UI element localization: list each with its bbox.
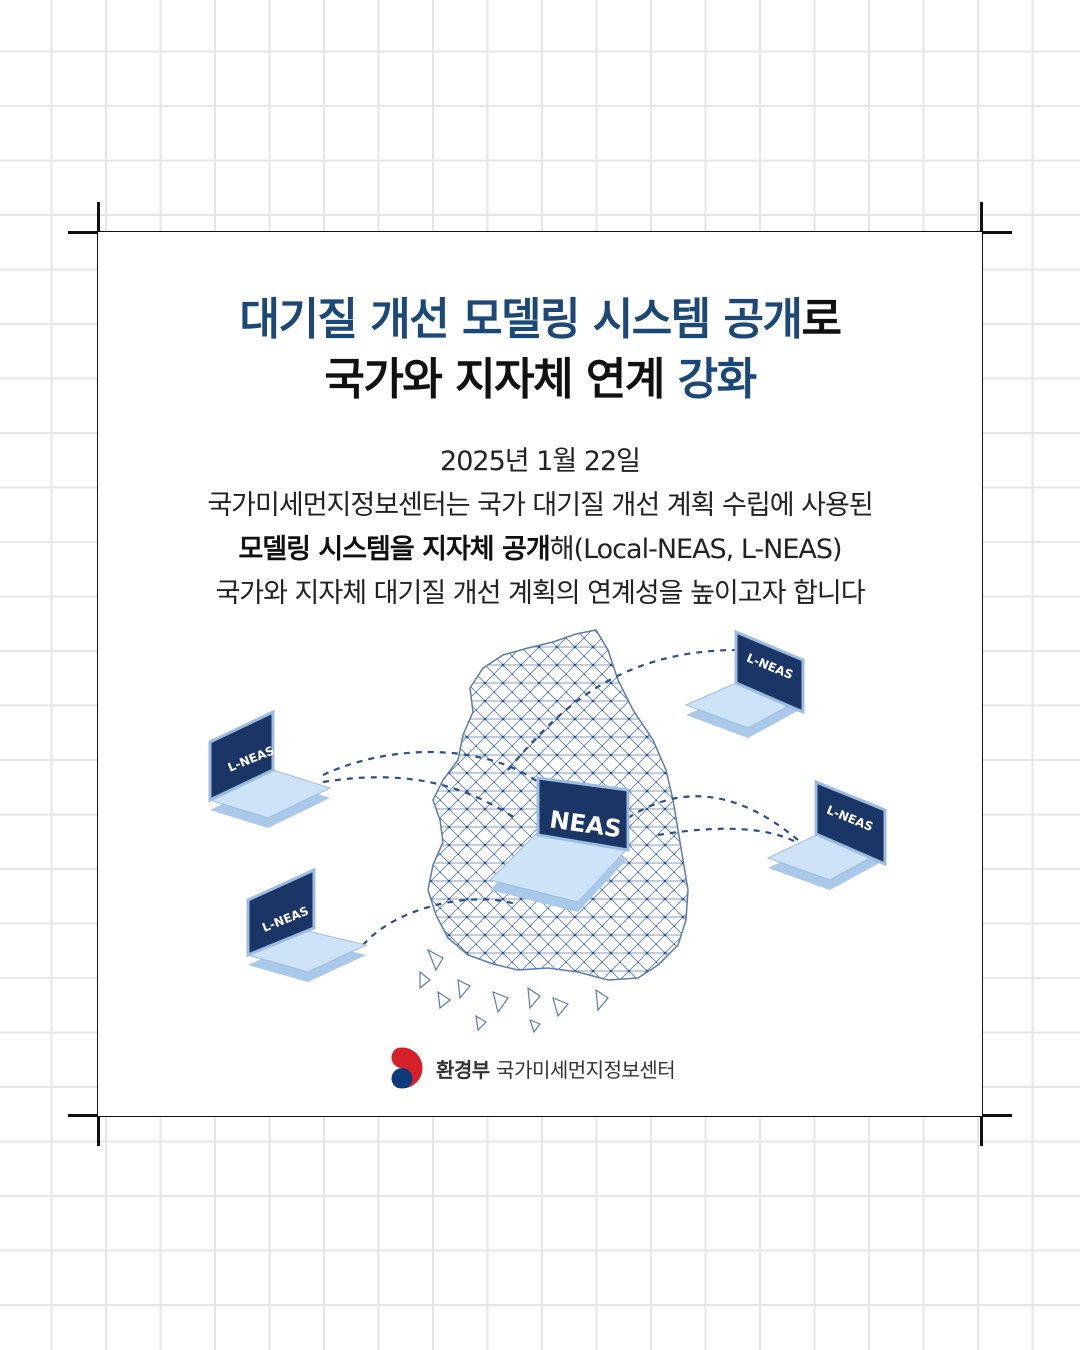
body-text: 2025년 1월 22일 국가미세먼지정보센터는 국가 대기질 개선 계획 수립… — [98, 440, 982, 616]
network-connections — [322, 648, 809, 946]
headline-line-2: 국가와 지자체 연계 강화 — [324, 354, 757, 405]
footer: 환경부 국가미세먼지정보센터 — [380, 1043, 676, 1093]
body-line-3: 국가와 지자체 대기질 개선 계획의 연계성을 높이고자 합니다 — [215, 578, 865, 609]
date-text: 2025년 1월 22일 — [440, 446, 641, 477]
laptop-l-neas-top-left: L-NEAS — [208, 709, 332, 828]
laptop-l-neas-top-right: L-NEAS — [684, 629, 805, 738]
network-illustration: L-NEAS L-NEAS L-NEAS L-NEAS NEAS — [208, 629, 887, 1034]
body-line-1: 국가미세먼지정보센터는 국가 대기질 개선 계획 수립에 사용된 — [207, 490, 873, 521]
laptop-l-neas-right: L-NEAS — [766, 779, 887, 890]
laptop-l-neas-bottom-left: L-NEAS — [246, 867, 368, 982]
government-emblem-icon — [380, 1046, 424, 1090]
footer-organization: 환경부 국가미세먼지정보센터 — [436, 1057, 676, 1082]
headline: 대기질 개선 모델링 시스템 공개로 국가와 지자체 연계 강화 — [98, 290, 982, 410]
island-fragments — [419, 948, 609, 1034]
body-line-2: 모델링 시스템을 지자체 공개해(Local-NEAS, L-NEAS) — [238, 534, 842, 565]
laptop-neas-center: NEAS — [489, 776, 630, 912]
headline-line-1: 대기질 개선 모델링 시스템 공개로 — [239, 294, 842, 345]
